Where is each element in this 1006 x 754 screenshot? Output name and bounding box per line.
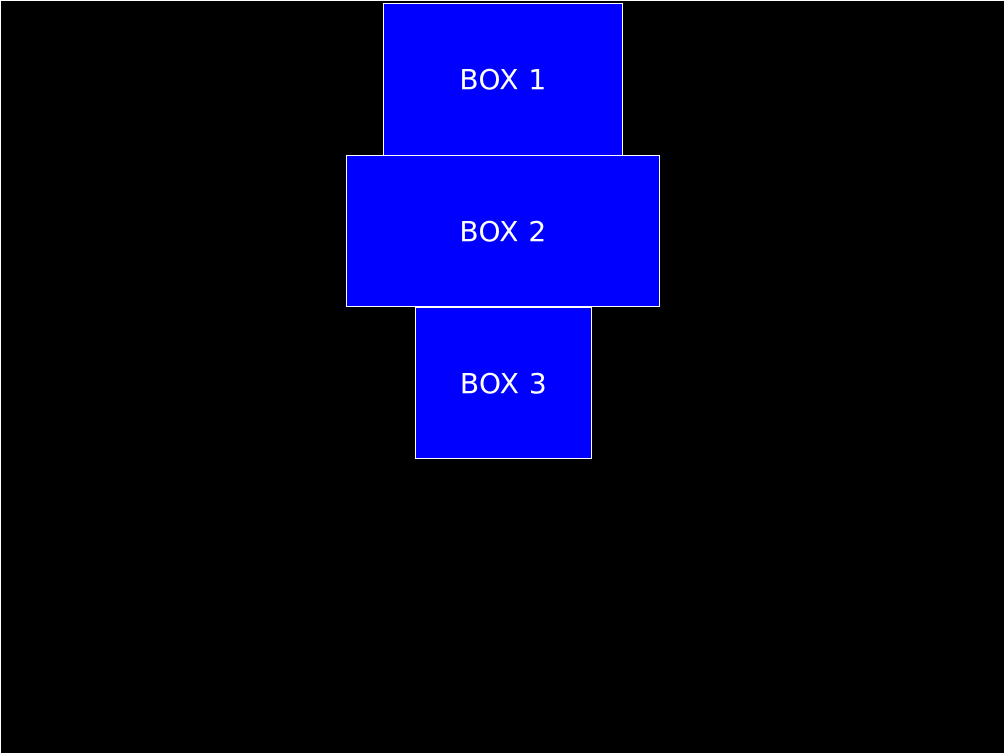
box-1: BOX 1 [383,3,623,156]
box-2-label: BOX 2 [459,214,547,248]
box-3-label: BOX 3 [459,366,548,400]
box-3: BOX 3 [415,307,592,459]
box-1-label: BOX 1 [459,63,547,96]
box-2: BOX 2 [346,155,660,307]
